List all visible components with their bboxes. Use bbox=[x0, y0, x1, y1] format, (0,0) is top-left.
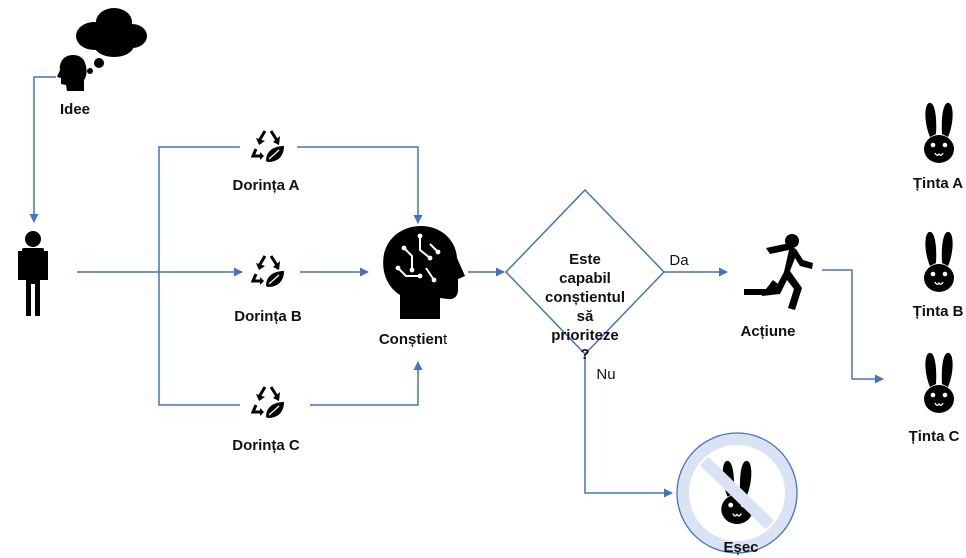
edge-split-a bbox=[158, 146, 240, 272]
brain-head-icon bbox=[383, 226, 465, 319]
rabbit-icon bbox=[923, 102, 955, 164]
conscious-label-plain: t bbox=[443, 331, 448, 348]
edge-split-c bbox=[158, 272, 240, 406]
edge-idea-person bbox=[29, 76, 56, 223]
desire-a-label: Dorința A bbox=[232, 177, 300, 194]
recycle-leaf-icon bbox=[251, 254, 286, 289]
question-line: conștientul să bbox=[544, 289, 625, 325]
running-person-icon bbox=[744, 234, 813, 310]
question-line: ? bbox=[580, 346, 590, 363]
yes-label: Da bbox=[669, 252, 689, 269]
head-icon bbox=[57, 55, 87, 91]
action-label: Acțiune bbox=[740, 323, 796, 340]
connector-lines bbox=[29, 76, 884, 498]
question-line: capabil bbox=[559, 270, 611, 287]
edge-desire-c-conscious bbox=[310, 361, 423, 406]
recycle-leaf-icon bbox=[251, 385, 286, 420]
edge-decision-failure bbox=[584, 356, 673, 498]
decision-diamond bbox=[504, 188, 666, 356]
no-label: Nu bbox=[596, 366, 616, 383]
target-a-label: Ținta A bbox=[912, 175, 964, 192]
edge-desire-a-conscious bbox=[297, 146, 423, 224]
target-c-label: Ținta C bbox=[908, 428, 960, 445]
desire-c-label: Dorința C bbox=[232, 437, 300, 454]
conscious-label: Conștient bbox=[379, 331, 447, 348]
target-b-label: Ținta B bbox=[912, 303, 964, 320]
rabbit-icon bbox=[923, 231, 955, 293]
decision-question: Este capabil conștientul să prioriteze ? bbox=[535, 250, 635, 364]
thought-cloud-icon bbox=[76, 8, 147, 74]
recycle-leaf-icon bbox=[251, 129, 286, 164]
desire-b-label: Dorința B bbox=[234, 308, 302, 325]
failure-label: Eșec bbox=[723, 539, 759, 556]
edge-action-target-c bbox=[822, 269, 884, 384]
idea-label: Idee bbox=[59, 101, 91, 118]
question-line: prioriteze bbox=[551, 327, 619, 344]
question-line: Este bbox=[569, 251, 601, 268]
conscious-label-bold: Conștien bbox=[378, 331, 443, 348]
person-icon bbox=[18, 231, 48, 316]
rabbit-icon bbox=[923, 352, 955, 414]
